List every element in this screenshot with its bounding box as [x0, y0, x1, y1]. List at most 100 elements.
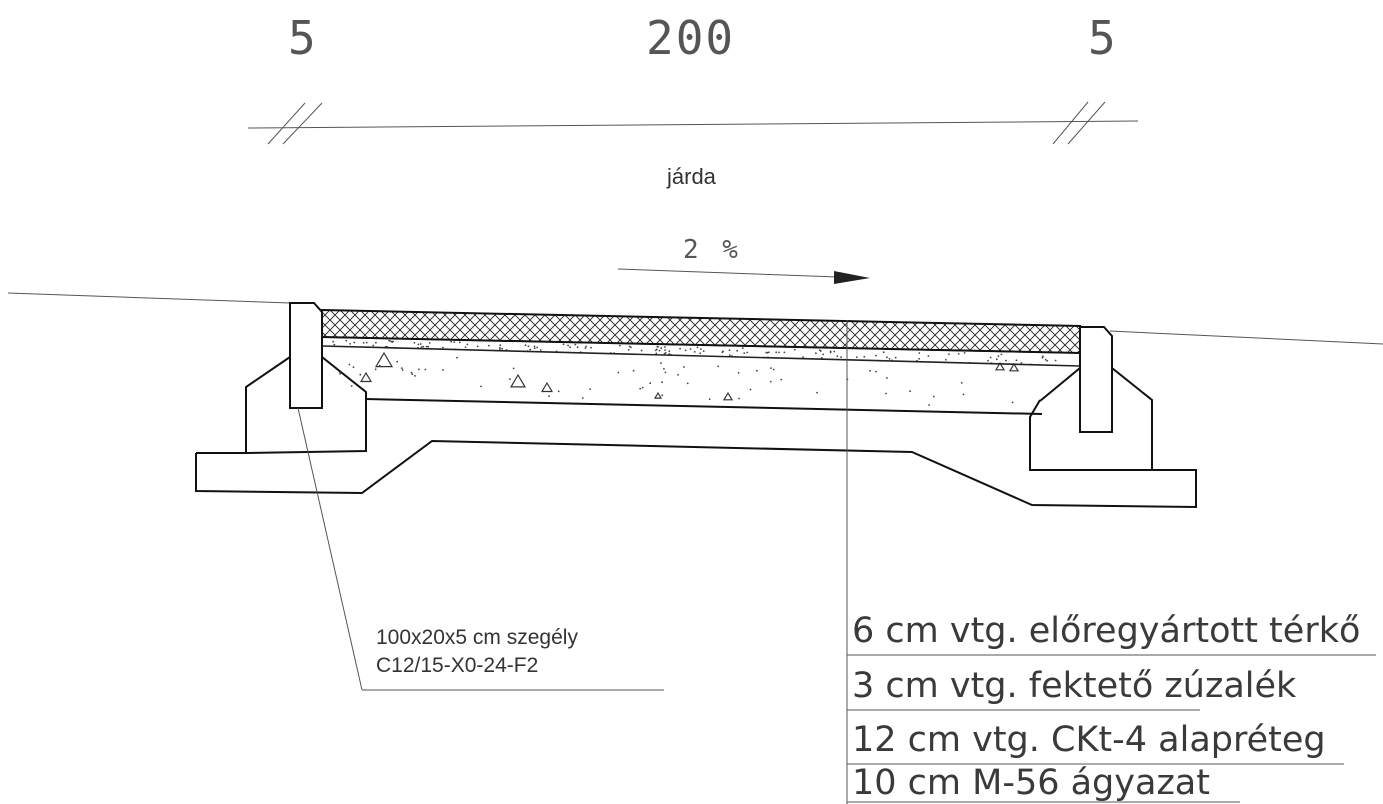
layer-label-bedding: 3 cm vtg. fektető zúzalék [852, 666, 1297, 706]
dimension-left: 5 [288, 11, 318, 65]
aggregate-dot [348, 363, 351, 366]
aggregate-dot [1046, 360, 1049, 362]
aggregate-dot [362, 342, 365, 344]
aggregate-dot [352, 366, 355, 368]
aggregate-dot [962, 393, 965, 396]
aggregate-dot [856, 356, 858, 358]
aggregate-dot [995, 358, 998, 361]
aggregate-dot [875, 370, 877, 373]
aggregate-dot [458, 341, 461, 344]
aggregate-dot [548, 395, 550, 398]
aggregate-dot [476, 345, 479, 348]
aggregate-dot [749, 388, 752, 391]
aggregate-dot [702, 350, 705, 352]
aggregate-stone [509, 373, 527, 388]
aggregate-dot [768, 351, 770, 354]
aggregate-dot [655, 348, 658, 351]
aggregate-dot [533, 347, 536, 350]
aggregate-dot [442, 346, 444, 349]
right-curb-stone [1079, 326, 1113, 433]
aggregate-dot [450, 340, 452, 343]
aggregate-dot [829, 351, 832, 354]
aggregate-dot [819, 350, 822, 352]
aggregate-dot [374, 368, 377, 371]
aggregate-dot [684, 349, 687, 352]
aggregate-dot [869, 369, 871, 372]
aggregate-dot [932, 395, 935, 398]
aggregate-dot [639, 387, 642, 390]
aggregate-dot [569, 346, 571, 349]
aggregate-dot [833, 350, 836, 353]
aggregate-dot [359, 373, 362, 376]
aggregate-dot [772, 368, 775, 371]
aggregate-dot [425, 345, 428, 348]
aggregate-dot [350, 385, 353, 387]
aggregate-dot [480, 385, 482, 388]
aggregate-dot [699, 352, 702, 355]
aggregate-dot [918, 357, 920, 360]
aggregate-dot [581, 397, 584, 399]
aggregate-dot [488, 344, 490, 347]
aggregate-dot [499, 348, 501, 351]
aggregate-dot [353, 341, 356, 344]
terrain-line [7, 292, 1383, 345]
aggregate-dot [816, 391, 818, 394]
aggregate-stone [653, 391, 663, 399]
aggregate-dot [689, 348, 692, 350]
aggregate-dot [339, 373, 341, 375]
aggregate-dot [590, 346, 592, 349]
aggregate-dot [928, 404, 930, 406]
aggregate-dot [945, 358, 947, 361]
aggregate-dot [392, 340, 394, 343]
aggregate-dot [617, 371, 620, 374]
left-curb-haunch [245, 356, 367, 454]
aggregate-dot [987, 359, 989, 362]
bedding-layer-bottom [321, 345, 1081, 367]
aggregate-dot [413, 341, 416, 344]
aggregate-dot [1015, 359, 1018, 362]
aggregate-dot [1000, 353, 1003, 356]
aggregate-dot [693, 351, 696, 353]
aggregate-dot [821, 357, 823, 359]
aggregate-dot [738, 397, 740, 400]
aggregate-stone [540, 381, 554, 393]
aggregate-dot [345, 339, 348, 342]
aggregate-dot [419, 343, 422, 345]
aggregate-dot [677, 374, 679, 376]
aggregate-dot [524, 344, 527, 347]
aggregate-dot [1054, 359, 1057, 362]
aggregate-dot [737, 372, 740, 374]
slope-value: 2 % [683, 235, 742, 265]
aggregate-dot [401, 369, 404, 371]
aggregate-dot [909, 390, 911, 393]
aggregate-dot [424, 368, 427, 371]
aggregate-dot [769, 380, 772, 383]
aggregate-dot [963, 352, 966, 354]
aggregate-dot [743, 352, 746, 354]
aggregate-dot [1020, 362, 1023, 364]
aggregate-dot [775, 351, 778, 354]
aggregate-dot [389, 340, 391, 342]
aggregate-dot [417, 343, 420, 346]
layer-label-paver: 6 cm vtg. előregyártott térkő [852, 611, 1360, 651]
foundation-bed [195, 399, 1197, 509]
aggregate-dot [815, 352, 817, 355]
aggregate-dot [585, 345, 587, 348]
aggregate-dot [875, 354, 877, 357]
aggregate-dot [1011, 401, 1014, 404]
layer-label-base: 12 cm vtg. CKt-4 alapréteg [852, 720, 1326, 760]
aggregate-dot [661, 394, 664, 397]
aggregate-dot [453, 341, 456, 343]
right-curb-haunch [1039, 367, 1153, 470]
aggregate-dot [584, 347, 587, 349]
aggregate-dot [836, 355, 839, 358]
aggregate-dot [736, 349, 739, 352]
aggregate-dot [536, 346, 538, 349]
aggregate-dot [927, 355, 930, 357]
aggregate-dot [663, 368, 665, 370]
aggregate-dot [997, 355, 1000, 357]
aggregate-dot [700, 348, 702, 350]
aggregate-dot [501, 347, 504, 350]
aggregate-dot [539, 349, 542, 351]
